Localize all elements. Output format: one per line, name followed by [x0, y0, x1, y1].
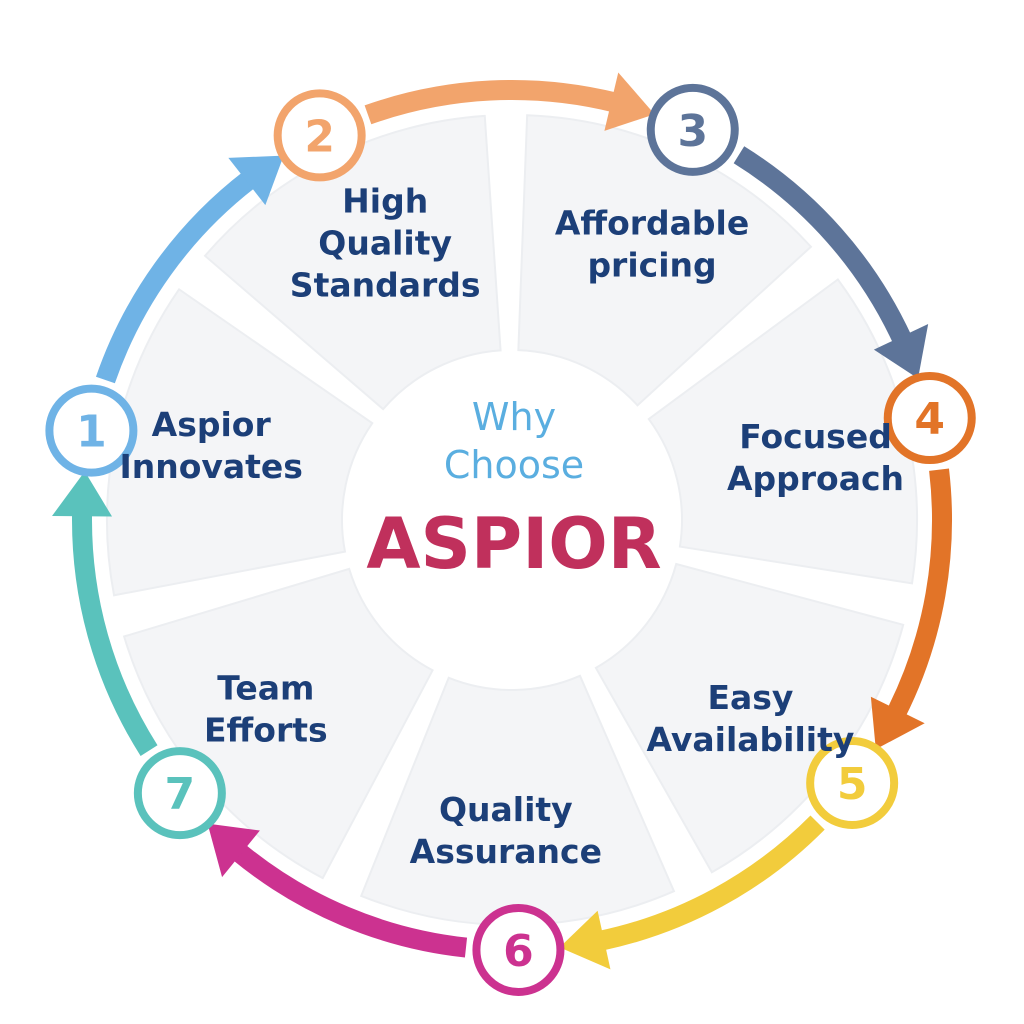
- arcs-layer: [52, 72, 952, 970]
- segment-panel-6: [359, 674, 676, 926]
- step-node-3: 3: [646, 83, 739, 176]
- connector-arrowhead-7: [52, 471, 113, 517]
- step-label-line: Team: [217, 668, 314, 707]
- step-label-line: Standards: [290, 266, 481, 305]
- connector-arrowhead-3: [873, 324, 929, 379]
- connector-arc-7: [72, 512, 158, 756]
- step-node-6: 6: [472, 903, 565, 996]
- connector-arrowhead-6: [207, 823, 260, 878]
- connector-arrowhead-1: [228, 155, 284, 206]
- panels-layer: [106, 114, 918, 926]
- step-node-2: 2: [273, 89, 366, 182]
- step-number: 2: [304, 111, 335, 162]
- center-title: Why Choose ASPIOR: [366, 395, 661, 585]
- step-label-line: Efforts: [204, 710, 328, 749]
- center-title-line1: Why: [472, 395, 556, 439]
- connector-arc-3: [733, 146, 912, 345]
- step-node-ring: [806, 737, 899, 830]
- step-label-line: Availability: [647, 720, 855, 759]
- connector-arc-4: [887, 468, 952, 718]
- step-number: 5: [837, 759, 868, 810]
- segment-panel-5: [594, 562, 905, 874]
- connector-arc-5: [598, 815, 825, 951]
- step-label-line: Approach: [727, 459, 904, 498]
- step-node-ring: [883, 372, 976, 465]
- step-label-line: Assurance: [410, 832, 602, 871]
- step-node-ring: [273, 89, 366, 182]
- nodes-layer: 1 2 3 4 5 6 7: [45, 83, 976, 996]
- step-node-ring: [133, 747, 226, 840]
- step-label-line: Quality: [439, 790, 573, 829]
- step-number: 6: [503, 926, 534, 977]
- step-node-ring: [646, 83, 739, 176]
- step-node-1: 1: [45, 384, 138, 477]
- step-node-7: 7: [133, 747, 226, 840]
- step-label-line: Focused: [739, 417, 892, 456]
- step-label-line: Aspior: [152, 405, 272, 444]
- step-label-line: pricing: [587, 245, 716, 284]
- connector-arrowhead-2: [604, 72, 655, 131]
- connector-arrowhead-5: [559, 910, 611, 970]
- step-label-line: Quality: [318, 224, 452, 263]
- step-node-5: 5: [806, 737, 899, 830]
- segment-panel-4: [647, 278, 918, 585]
- step-node-ring: [472, 903, 565, 996]
- center-title-line2: Choose: [444, 443, 584, 487]
- segment-panel-3: [517, 114, 813, 407]
- step-label-line: High: [342, 182, 428, 221]
- step-number: 7: [165, 769, 196, 820]
- step-node-ring: [45, 384, 138, 477]
- connector-arrowhead-4: [870, 696, 925, 750]
- connector-arc-1: [95, 171, 256, 384]
- center-brand-name: ASPIOR: [366, 503, 661, 585]
- step-label-line: Easy: [707, 678, 793, 717]
- step-label-line: Innovates: [119, 447, 303, 486]
- segment-panel-1: [106, 287, 374, 597]
- segment-panel-7: [122, 567, 434, 880]
- segment-panel-2: [203, 114, 502, 411]
- step-number: 3: [677, 106, 708, 157]
- step-number: 4: [914, 394, 945, 445]
- step-node-4: 4: [883, 372, 976, 465]
- connector-arc-6: [231, 843, 468, 958]
- step-number: 1: [76, 407, 107, 458]
- connector-arc-2: [364, 80, 618, 125]
- step-label-line: Affordable: [555, 203, 749, 242]
